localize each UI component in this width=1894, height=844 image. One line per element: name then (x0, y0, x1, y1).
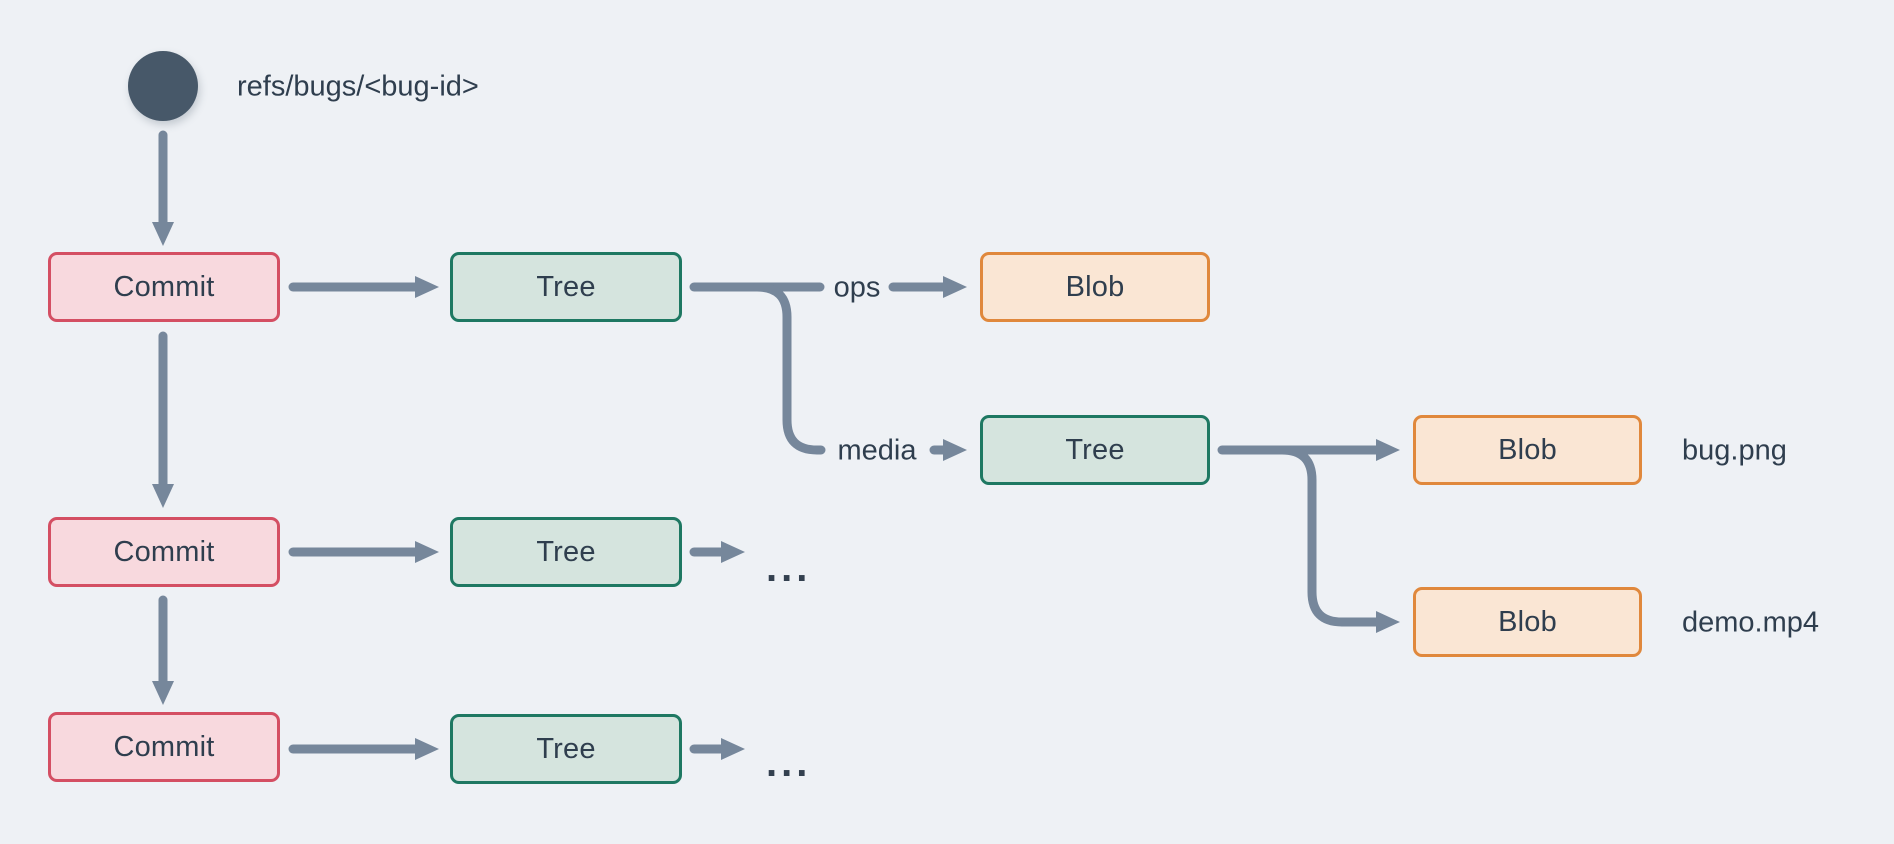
blob-node-ops: Blob (980, 252, 1210, 322)
blob-node-bug-label: Blob (1498, 433, 1557, 466)
tree-node-root-3: Tree (450, 714, 682, 784)
commit-node-1: Commit (48, 252, 280, 322)
ellipsis-row-3: ... (766, 741, 812, 785)
blob-node-demo-label: Blob (1498, 605, 1557, 638)
blob-node-bug: Blob (1413, 415, 1642, 485)
tree-node-root-3-label: Tree (536, 732, 596, 765)
blob-node-demo: Blob (1413, 587, 1642, 657)
tree-node-root-2-label: Tree (536, 535, 596, 568)
edge-tree-media-branch-to-blob-demo (1277, 445, 1400, 633)
blob-node-ops-label: Blob (1065, 270, 1125, 303)
edge-label-media: media (837, 434, 917, 467)
ellipsis-row-2: ... (766, 546, 812, 590)
tree-node-root-1: Tree (450, 252, 682, 322)
commit-node-2-label: Commit (113, 535, 215, 568)
ref-circle (128, 51, 198, 121)
commit-node-1-label: Commit (113, 270, 215, 303)
edge-tree1-branch-to-media-label (752, 282, 826, 455)
tree-node-root-2: Tree (450, 517, 682, 587)
tree-node-root-1-label: Tree (536, 270, 596, 303)
edge-label-ops: ops (833, 271, 881, 304)
commit-node-3: Commit (48, 712, 280, 782)
file-label-demo-mp4: demo.mp4 (1682, 606, 1820, 639)
commit-node-3-label: Commit (113, 730, 215, 763)
ref-label: refs/bugs/<bug-id> (237, 70, 479, 103)
file-label-bug-png: bug.png (1682, 434, 1787, 467)
tree-node-media-label: Tree (1065, 433, 1125, 466)
commit-node-2: Commit (48, 517, 280, 587)
tree-node-media: Tree (980, 415, 1210, 485)
